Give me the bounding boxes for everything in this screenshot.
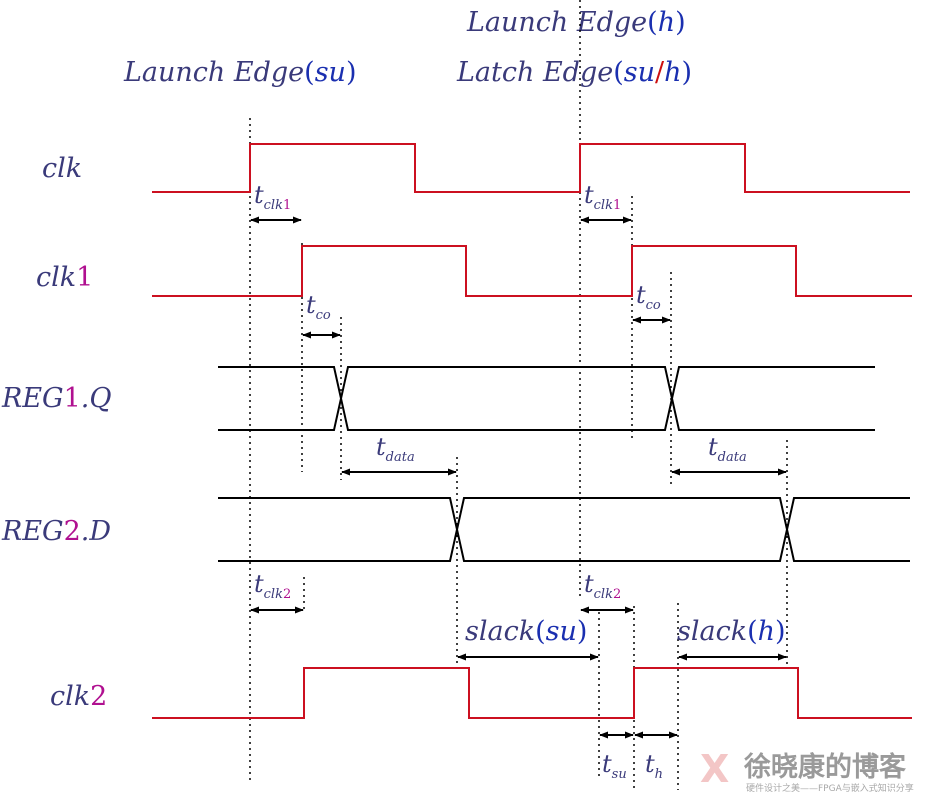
signal-label-reg1-q: REG1.Q: [1, 383, 112, 414]
watermark-subtitle: 硬件设计之美——FPGA与嵌入式知识分享: [746, 782, 914, 794]
tdata-setup-label: tdata: [376, 433, 415, 465]
signal-label-reg2-d: REG2.D: [1, 516, 111, 547]
slack-hold-label: slack(h): [677, 616, 786, 647]
tclk2-latch-label: tclk2: [584, 570, 621, 602]
slack-setup-label: slack(su): [465, 616, 587, 647]
latch-edge-label: Latch Edge(su/h): [456, 57, 692, 88]
th-label: th: [645, 750, 663, 782]
watermark-logo: X: [700, 747, 729, 791]
launch-edge-hold-label: Launch Edge(h): [466, 7, 686, 38]
tdata-hold-label: tdata: [708, 433, 747, 465]
launch-edge-setup-label: Launch Edge(su): [123, 57, 357, 88]
tclk1-latch-label: tclk1: [584, 181, 621, 213]
clk-waveform: [152, 143, 910, 193]
tclk1-launch-label: tclk1: [254, 181, 291, 213]
tclk2-launch-label: tclk2: [254, 570, 291, 602]
tsu-label: tsu: [602, 750, 627, 782]
clk1-waveform: [152, 245, 912, 297]
reg1-q-waveform: [218, 366, 875, 431]
signal-label-clk: clk: [42, 153, 82, 184]
signal-label-clk2: clk2: [50, 681, 107, 712]
clk2-waveform: [152, 667, 912, 719]
blog-watermark: X 徐晓康的博客 硬件设计之美——FPGA与嵌入式知识分享: [700, 747, 914, 794]
watermark-title: 徐晓康的博客: [743, 751, 907, 783]
tco-latch-label: tco: [636, 281, 661, 313]
signal-label-clk1: clk1: [36, 262, 93, 293]
reg2-d-waveform: [218, 497, 910, 562]
tco-launch-label: tco: [306, 291, 331, 323]
